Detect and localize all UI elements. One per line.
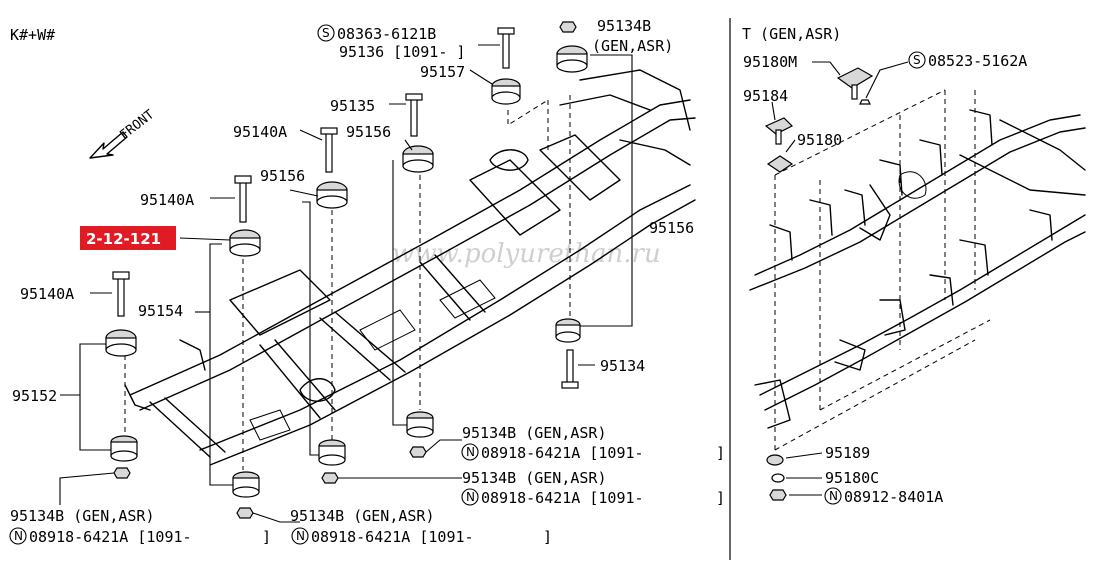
label-08523-5162a: 08523-5162A	[928, 52, 1027, 70]
corner-code: K#+W#	[10, 26, 55, 44]
leader-lines-right	[771, 61, 909, 496]
label-95157: 95157	[420, 63, 465, 81]
label-95134b-right-1: 95134B (GEN,ASR)	[462, 424, 607, 442]
label-08363-6121b: 08363-6121B	[337, 25, 436, 43]
right-frame	[749, 109, 1086, 429]
n-symbol-icon: N	[9, 527, 27, 545]
label-95134: 95134	[600, 357, 645, 375]
svg-text:N: N	[466, 445, 475, 459]
labels-left: S 08363-6121B 95136 [1091- ] 95134B (GEN…	[9, 17, 725, 546]
s-symbol-icon: S	[317, 24, 335, 42]
label-95156-right: 95156	[649, 219, 694, 237]
label-08912-8401a: 08912-8401A	[844, 488, 943, 506]
svg-text:N: N	[296, 529, 305, 543]
guide-lines-right	[774, 89, 991, 451]
svg-text:N: N	[466, 490, 475, 504]
label-95156-middle: 95156	[260, 167, 305, 185]
label-95156-upper: 95156	[346, 123, 391, 141]
label-95135: 95135	[330, 97, 375, 115]
labels-right: 95180M S 08523-5162A 95184 95180 95189 9…	[743, 51, 1027, 506]
parts-left	[105, 21, 588, 519]
parts-right	[764, 67, 874, 501]
label-95134b-bottom-1: 95134B (GEN,ASR)	[10, 507, 155, 525]
label-95180: 95180	[797, 131, 842, 149]
label-gen-asr-top: (GEN,ASR)	[592, 37, 673, 55]
ref-badge-label: 2-12-121	[86, 230, 161, 248]
label-08918-bottom-2: 08918-6421A [1091-	[311, 528, 474, 546]
guide-lines-left	[124, 95, 571, 470]
label-95140a-upper: 95140A	[233, 123, 287, 141]
watermark: www.polyurethan.ru	[392, 239, 661, 269]
n-symbol-icon: N	[824, 487, 842, 505]
bracket-close-right-2: ]	[716, 489, 725, 507]
leader-lines-left	[59, 44, 633, 523]
label-08918-right-1: 08918-6421A [1091-	[481, 444, 644, 462]
front-arrow-icon	[89, 131, 128, 159]
n-symbol-icon: N	[461, 488, 479, 506]
label-95152: 95152	[12, 387, 57, 405]
label-95136: 95136 [1091- ]	[339, 43, 465, 61]
label-95140a-lower: 95140A	[20, 285, 74, 303]
bracket-close-bottom-1: ]	[262, 528, 271, 546]
svg-text:N: N	[829, 489, 838, 503]
label-08918-right-2: 08918-6421A [1091-	[481, 489, 644, 507]
svg-text:S: S	[322, 26, 330, 40]
label-95140a-middle: 95140A	[140, 191, 194, 209]
n-symbol-icon: N	[461, 443, 479, 461]
label-08918-bottom-1: 08918-6421A [1091-	[29, 528, 192, 546]
label-95154: 95154	[138, 302, 183, 320]
svg-text:N: N	[14, 529, 23, 543]
s-symbol-icon: S	[908, 51, 926, 69]
svg-text:S: S	[913, 53, 921, 67]
label-95134b-right-2: 95134B (GEN,ASR)	[462, 469, 607, 487]
bracket-close-right-1: ]	[716, 444, 725, 462]
label-95184: 95184	[743, 87, 788, 105]
right-panel-title: T (GEN,ASR)	[742, 25, 841, 43]
n-symbol-icon: N	[291, 527, 309, 545]
ref-badge[interactable]: 2-12-121	[80, 226, 176, 250]
label-95134b-top: 95134B	[597, 17, 651, 35]
front-label: FRONT	[117, 107, 157, 143]
label-95180m: 95180M	[743, 53, 797, 71]
label-95180c: 95180C	[825, 469, 879, 487]
label-95134b-bottom-2: 95134B (GEN,ASR)	[290, 507, 435, 525]
label-95189: 95189	[825, 444, 870, 462]
bracket-close-bottom-2: ]	[543, 528, 552, 546]
